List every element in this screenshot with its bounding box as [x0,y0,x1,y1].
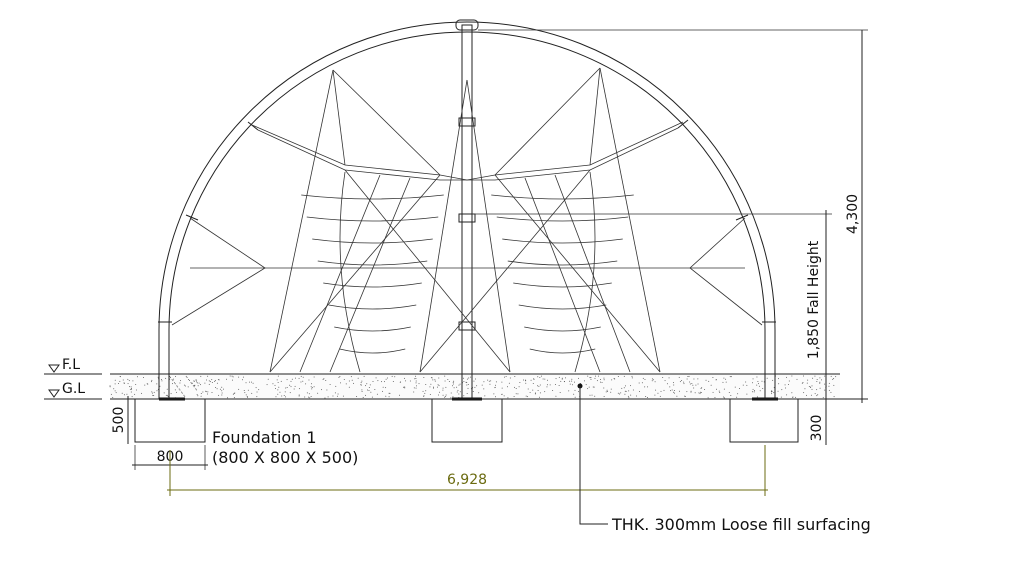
dimensions: 4,300 1,850 Fall Height 300 500 800 6,92… [111,29,868,496]
arch-frame [158,21,778,401]
foundation-depth-dimension: 500 [111,407,127,434]
level-markers: F.L G.L [44,357,102,400]
loose-fill-surfacing [109,373,868,400]
foundation-size: (800 X 800 X 500) [212,448,358,467]
foundations [134,398,799,443]
level-triangle-icon [48,389,60,398]
ground-level-label: G.L [62,381,85,397]
span-dimension: 6,928 [447,472,487,488]
surfacing-leader [577,383,608,525]
fall-height-dimension: 1,850 Fall Height [806,240,822,359]
rope-net [171,67,763,373]
foundation-right [729,398,799,443]
surface-depth-dimension: 300 [809,415,825,442]
foundation-left [134,398,206,443]
total-height-dimension: 4,300 [845,194,861,234]
foundation-center [431,398,503,443]
surfacing-note: THK. 300mm Loose fill surfacing [611,515,871,534]
level-triangle-icon [48,364,60,373]
foundation-name: Foundation 1 [212,428,317,447]
central-post [452,19,482,401]
floor-level-label: F.L [62,357,80,373]
